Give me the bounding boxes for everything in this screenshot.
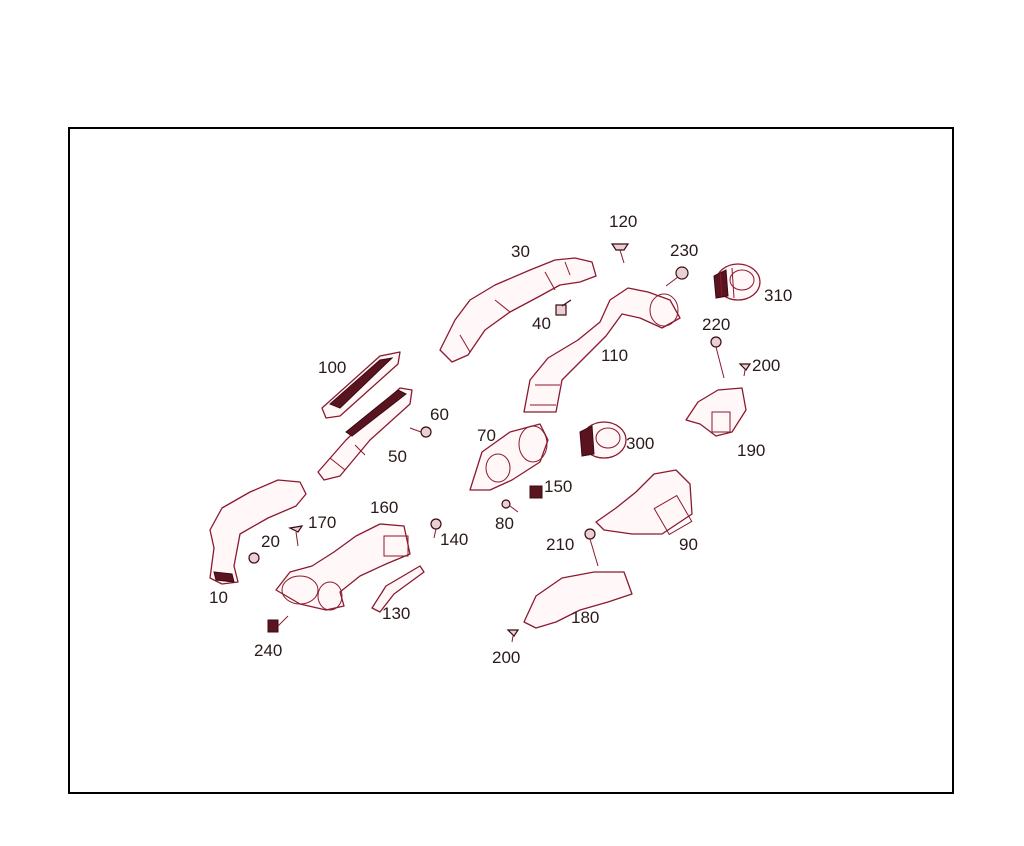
part-40-screw — [555, 299, 572, 316]
diagram-frame — [68, 127, 954, 794]
label-40: 40 — [532, 314, 551, 333]
part-150-clip — [529, 485, 543, 499]
label-240: 240 — [254, 641, 283, 660]
label-120: 120 — [609, 212, 638, 231]
label-90: 90 — [679, 535, 698, 554]
part-160-duct — [275, 523, 411, 611]
part-200-clip-upper — [738, 363, 752, 377]
part-220-pin — [710, 336, 725, 379]
part-200-clip-lower — [506, 629, 520, 643]
part-180-duct — [523, 571, 633, 629]
part-90-duct — [595, 469, 693, 536]
label-50: 50 — [388, 447, 407, 466]
part-190-bracket — [685, 387, 747, 437]
label-130: 130 — [382, 604, 411, 623]
label-190: 190 — [737, 441, 766, 460]
label-140: 140 — [440, 530, 469, 549]
label-300: 300 — [626, 434, 655, 453]
label-10: 10 — [209, 588, 228, 607]
part-210-pin — [584, 528, 599, 567]
part-130-strip — [371, 565, 425, 613]
part-50-grille-housing — [317, 387, 413, 481]
part-310-vent — [713, 263, 761, 301]
label-30: 30 — [511, 242, 530, 261]
part-300-vent — [579, 421, 627, 459]
label-160: 160 — [370, 498, 399, 517]
label-110: 110 — [601, 346, 629, 365]
label-150: 150 — [544, 477, 573, 496]
part-10-duct — [209, 479, 307, 585]
label-230: 230 — [670, 241, 699, 260]
label-310: 310 — [764, 286, 793, 305]
part-70-outlet-housing — [469, 423, 549, 491]
part-100-grille — [321, 351, 401, 419]
label-220: 220 — [702, 315, 731, 334]
part-120-screw — [610, 243, 630, 264]
label-180: 180 — [571, 608, 600, 627]
label-210: 210 — [546, 535, 575, 554]
part-20-screw — [248, 552, 260, 564]
label-200-upper: 200 — [752, 356, 781, 375]
label-170: 170 — [308, 513, 337, 532]
part-240-connector — [267, 615, 289, 633]
label-80: 80 — [495, 514, 514, 533]
part-170-screw — [288, 525, 304, 547]
part-60-screw — [409, 426, 432, 438]
label-100: 100 — [318, 358, 347, 377]
part-110-duct — [523, 287, 681, 413]
part-30-duct — [439, 257, 597, 363]
part-140-screw — [430, 518, 442, 539]
label-60: 60 — [430, 405, 449, 424]
label-20: 20 — [261, 532, 280, 551]
part-230-screw — [665, 266, 689, 287]
label-70: 70 — [477, 426, 496, 445]
part-80-screw — [501, 499, 519, 513]
label-200-lower: 200 — [492, 648, 521, 667]
